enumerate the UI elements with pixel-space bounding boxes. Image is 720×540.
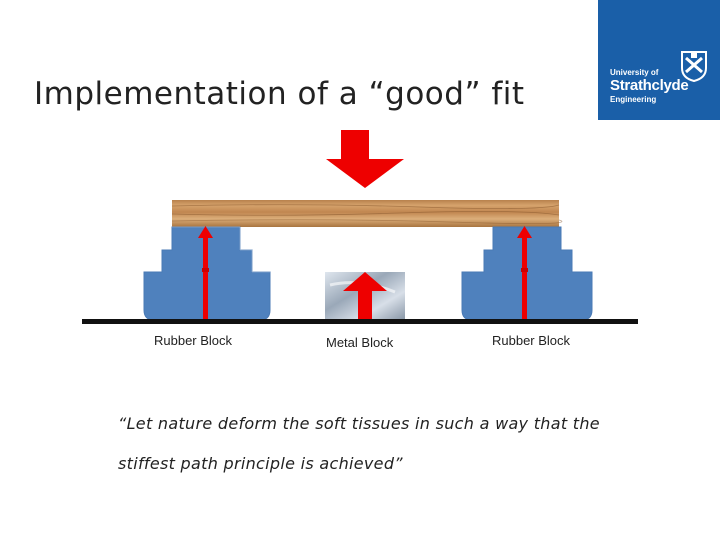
load-arrow xyxy=(326,130,404,188)
ground-line xyxy=(82,319,638,324)
left-block-label: Rubber Block xyxy=(154,333,232,348)
wooden-plank xyxy=(172,200,562,227)
middle-block-label: Metal Block xyxy=(326,335,393,350)
right-block-label: Rubber Block xyxy=(492,333,570,348)
quote-line-1: “Let nature deform the soft tissues in s… xyxy=(118,414,600,433)
quote-line-2: stiffest path principle is achieved” xyxy=(118,454,403,473)
